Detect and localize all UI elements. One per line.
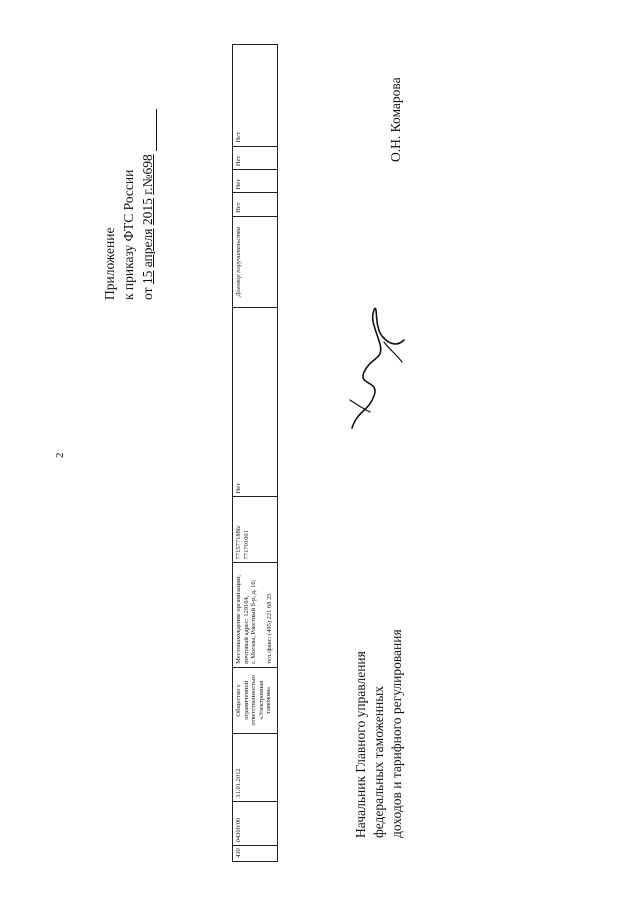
registry-table-row: 430 04300/00 31.01.2012 Общество с огран… <box>232 44 278 862</box>
address-line: почтовый адрес: 129164, <box>242 595 250 664</box>
signer-title: Начальник Главного управления федеральны… <box>352 629 406 838</box>
appendix-order-ref: к приказу ФТС России <box>121 169 136 300</box>
address-line: Местонахождение организации, <box>235 575 242 664</box>
cell-none-4: Нет <box>235 132 242 143</box>
handwritten-signature <box>349 307 405 429</box>
signer-title-line: Начальник Главного управления <box>353 651 368 838</box>
date-year: 2015 <box>140 198 155 226</box>
cell-none-1: Нет <box>233 192 277 216</box>
signer-title-line: доходов и тарифного регулирования <box>389 629 404 838</box>
cell-document-type: Договор поручительства <box>233 215 277 307</box>
cell-address: Местонахождение организации, почтовый ад… <box>233 562 277 667</box>
underline-blank <box>142 108 157 151</box>
page-number: 2 <box>54 452 66 459</box>
cell-registry-code: 04300/00 <box>233 800 277 846</box>
signer-name: О.Н. Комарова <box>388 77 403 162</box>
date-day: 15 <box>140 270 155 285</box>
date-prefix: от <box>140 287 155 300</box>
cell-date: 31.01.2012 <box>233 732 277 801</box>
cell-inn-kpp: 7715771886/ 771701001 <box>233 496 277 563</box>
phone-line: тел./факс: (495) 221 68 25 <box>265 593 273 664</box>
signer-title-line: федеральных таможенных <box>371 685 386 838</box>
date-year-suffix: г. <box>140 187 155 195</box>
appendix-title: Приложение <box>102 227 117 300</box>
number-sign: № <box>140 174 155 188</box>
appendix-date-line: от 15 апреля 2015 г.№698 <box>138 108 157 300</box>
appendix-header: Приложение к приказу ФТС России от 15 ап… <box>100 108 157 300</box>
cell-none-2: Нет <box>233 169 277 193</box>
cell-none-3: Нет <box>233 145 277 170</box>
cell-row-number: 430 <box>233 845 277 861</box>
address-line: г. Москва, Ракетный б-р, д. 16; <box>250 579 257 664</box>
date-month: апреля <box>140 228 155 268</box>
cell-organization-name: Общество с ограниченной ответственностью… <box>233 666 277 733</box>
order-number: 698 <box>140 154 155 175</box>
cell-none-wide: Нет <box>233 306 277 497</box>
